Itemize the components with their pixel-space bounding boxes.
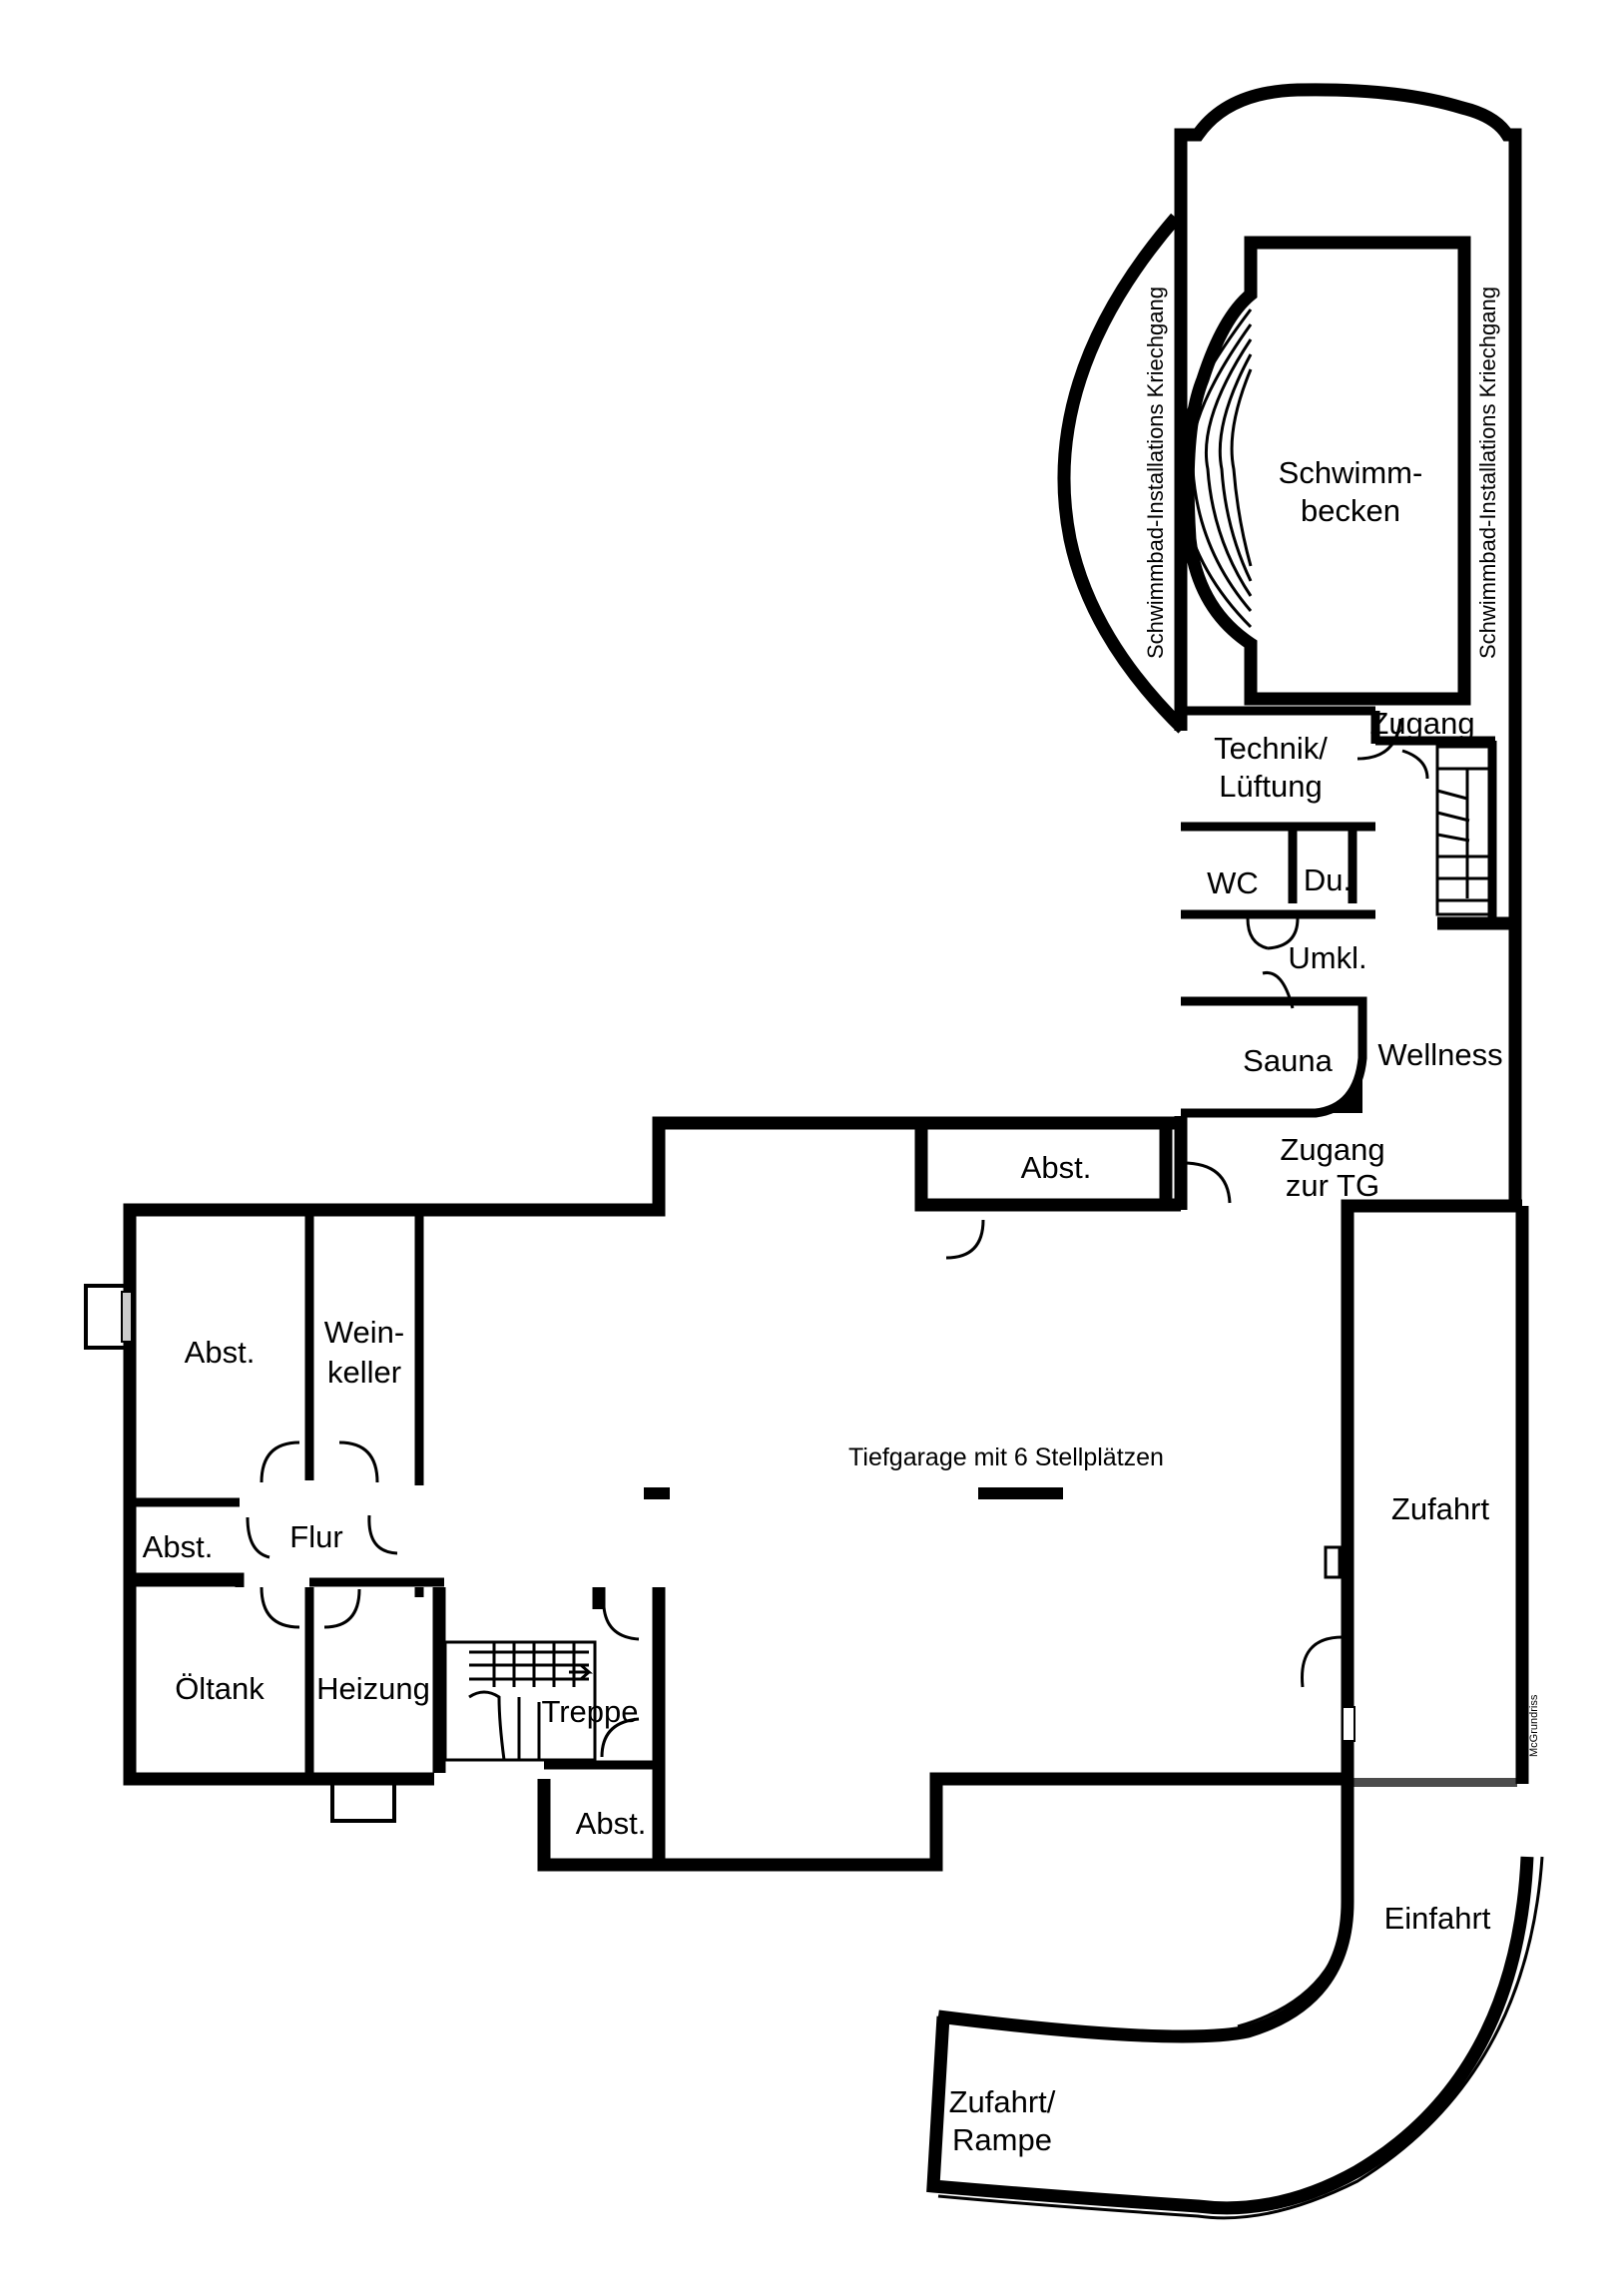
zugang-tg-label-line1: Zugang xyxy=(1280,1132,1384,1167)
heizung-label: Heizung xyxy=(316,1671,430,1706)
rampe-label-line1: Zufahrt/ xyxy=(949,2084,1056,2119)
wellness-stair xyxy=(1435,745,1491,916)
du-label: Du. xyxy=(1304,862,1352,897)
flur-label: Flur xyxy=(289,1519,342,1554)
zufahrt-label: Zufahrt xyxy=(1391,1491,1490,1526)
treppe-label: Treppe xyxy=(541,1694,638,1729)
pool-label-line2: becken xyxy=(1301,493,1400,528)
abst-left-label: Abst. xyxy=(185,1335,256,1370)
pool-wing-walls xyxy=(1057,83,1522,1210)
wc-label: WC xyxy=(1207,865,1259,900)
wellness-label: Wellness xyxy=(1377,1037,1502,1072)
zufahrt-wall xyxy=(1301,1487,1517,1787)
weinkeller-label-line1: Wein- xyxy=(324,1315,404,1350)
pool-label-line1: Schwimm- xyxy=(1279,455,1423,490)
rampe-label-line2: Rampe xyxy=(952,2122,1052,2157)
technik-label-line1: Technik/ xyxy=(1214,731,1328,766)
abst-small-label: Abst. xyxy=(143,1529,214,1564)
zugang-label: Zugang xyxy=(1369,706,1474,741)
weinkeller-label-line2: keller xyxy=(327,1355,401,1390)
credit-label: McGrundriss xyxy=(1528,1694,1540,1757)
technik-label-line2: Lüftung xyxy=(1219,769,1322,804)
einfahrt-label: Einfahrt xyxy=(1384,1901,1491,1936)
umkl-label: Umkl. xyxy=(1288,940,1366,975)
abst-top-label: Abst. xyxy=(1021,1150,1092,1185)
wellness-doors xyxy=(1246,718,1429,1009)
basement-doors xyxy=(246,1161,1232,1758)
abst-bottom-label: Abst. xyxy=(576,1806,647,1841)
treppe-stair xyxy=(443,1640,597,1762)
garage-label: Tiefgarage mit 6 Stellplätzen xyxy=(848,1443,1164,1471)
pool-steps xyxy=(1175,308,1253,629)
ramp-walls xyxy=(926,1856,1544,2220)
oeltank-label: Öltank xyxy=(175,1671,265,1706)
basement-walls xyxy=(84,1116,1529,1902)
labels: Schwimm- becken Schwimmbad-Installations… xyxy=(143,287,1540,2157)
crawlspace-label-left: Schwimmbad-Installations Kriechgang xyxy=(1143,287,1168,659)
zugang-tg-label-line2: zur TG xyxy=(1286,1168,1379,1203)
crawlspace-label-right: Schwimmbad-Installations Kriechgang xyxy=(1475,287,1500,659)
sauna-label: Sauna xyxy=(1243,1043,1333,1078)
